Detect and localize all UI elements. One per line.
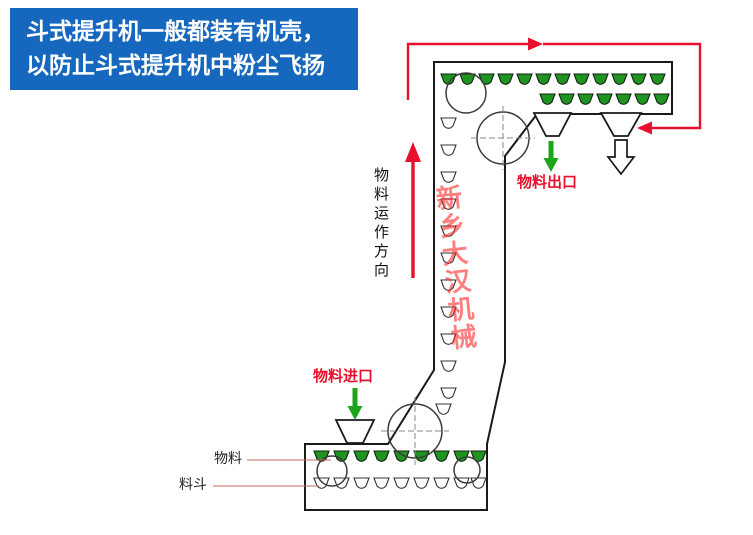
outlet-chute-right xyxy=(599,112,643,137)
inlet-label: 物料进口 xyxy=(313,367,374,385)
arrow-down-icon xyxy=(347,406,363,420)
top-pulley-small xyxy=(445,72,487,114)
bottom-pulley-left xyxy=(316,455,348,487)
caption-box: 斗式提升机一般都装有机壳， 以防止斗式提升机中粉尘飞扬 xyxy=(10,8,358,90)
circulation-path-arrows xyxy=(406,37,702,135)
bottom-pulley-right xyxy=(453,456,481,484)
bottom-pulley-large xyxy=(387,403,443,459)
outlet-label: 物料出口 xyxy=(517,173,578,191)
arrow-up-icon xyxy=(405,142,421,162)
outlet-arrow xyxy=(543,141,559,172)
inlet-arrow xyxy=(347,388,363,420)
bucket-label: 料斗 xyxy=(179,477,207,493)
leader-lines xyxy=(213,459,331,487)
caption-line-1: 斗式提升机一般都装有机壳， xyxy=(26,19,325,45)
center-lines xyxy=(381,106,535,465)
discharge-arrow-hollow xyxy=(606,139,636,176)
material-label: 物料 xyxy=(214,451,242,467)
outlet-chute-left xyxy=(532,112,573,137)
arrow-left-icon xyxy=(637,121,652,135)
arrow-down-icon xyxy=(543,158,559,172)
flow-direction-arrow xyxy=(405,142,421,278)
flow-direction-label: 物料运作方向 xyxy=(372,167,390,281)
arrow-right-icon xyxy=(528,37,543,51)
elevator-housing-outline xyxy=(304,61,673,511)
caption-line-2: 以防止斗式提升机中粉尘飞扬 xyxy=(26,53,325,79)
inlet-hopper xyxy=(334,419,376,444)
